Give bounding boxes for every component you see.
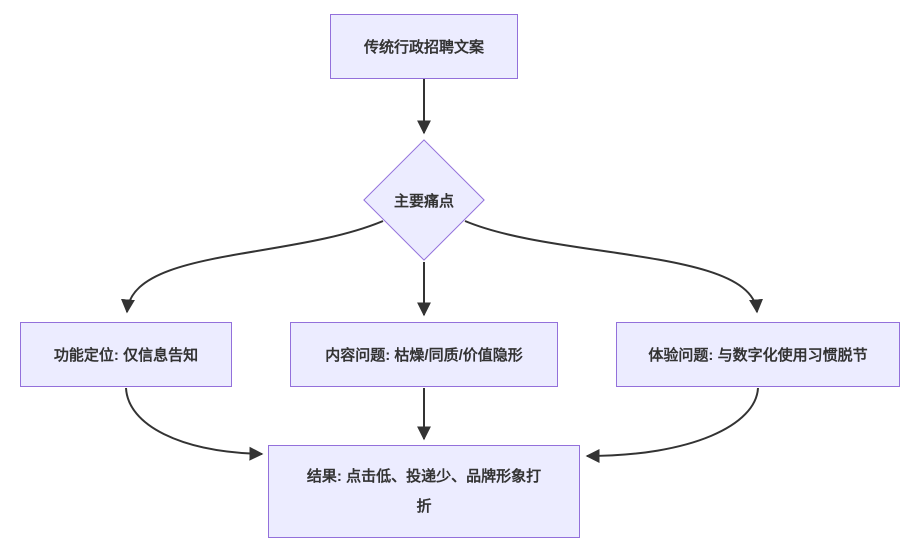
node-branch-experience-label: 体验问题: 与数字化使用习惯脱节 [648, 347, 868, 364]
node-decision-label: 主要痛点 [393, 192, 454, 210]
node-result-label-line2: 折 [416, 497, 432, 515]
edge-experience-result [585, 387, 759, 463]
node-branch-function-label: 功能定位: 仅信息告知 [53, 347, 199, 364]
node-start: 传统行政招聘文案 [330, 14, 518, 79]
node-result: 结果: 点击低、投递少、品牌形象打 折 [268, 445, 580, 538]
node-branch-function: 功能定位: 仅信息告知 [20, 322, 232, 387]
node-result-label-line1: 结果: 点击低、投递少、品牌形象打 [306, 467, 542, 485]
node-decision-label-wrap: 主要痛点 [362, 186, 486, 214]
node-branch-experience: 体验问题: 与数字化使用习惯脱节 [616, 322, 900, 387]
node-start-label: 传统行政招聘文案 [363, 39, 484, 56]
edge-decision-experience [464, 220, 763, 314]
edge-function-result [125, 387, 264, 461]
edge-decision-function [121, 220, 384, 314]
node-branch-content: 内容问题: 枯燥/同质/价值隐形 [290, 322, 558, 387]
node-branch-content-label: 内容问题: 枯燥/同质/价值隐形 [325, 347, 523, 364]
